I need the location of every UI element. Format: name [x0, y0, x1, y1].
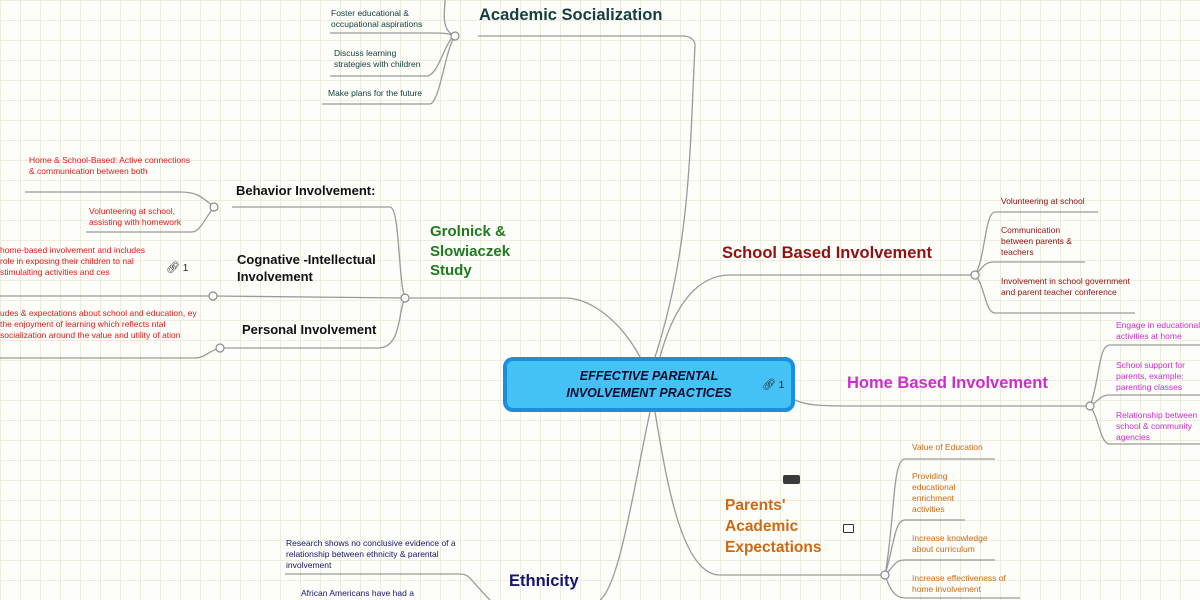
expect-leaf-1[interactable]: Value of Education — [912, 442, 983, 452]
central-link-badge[interactable]: 🔗︎ 1 — [762, 378, 784, 391]
academic-leaf-3[interactable]: Make plans for the future — [328, 88, 423, 98]
expect-leaf-4[interactable]: Increase effectiveness of home involveme… — [912, 573, 1006, 595]
image-icon[interactable] — [843, 524, 854, 533]
cognitive-leaf[interactable]: home-based involvement and includes role… — [0, 245, 146, 278]
expect-leaf-2[interactable]: Providing educational enrichment activit… — [912, 471, 956, 515]
school-leaf-1[interactable]: Volunteering at school — [1001, 196, 1085, 206]
home-leaf-3[interactable]: Relationship between school & community … — [1116, 410, 1198, 443]
behavior-leaf-1[interactable]: Home & School-Based: Active connections … — [29, 155, 191, 177]
personal-leaf[interactable]: udes & expectations about school and edu… — [0, 308, 197, 341]
expect-leaf-3[interactable]: Increase knowledge about curriculum — [912, 533, 988, 555]
topic-ethnicity[interactable]: Ethnicity — [509, 572, 579, 590]
academic-leaf-2[interactable]: Discuss learning strategies with childre… — [334, 48, 421, 70]
video-icon[interactable] — [783, 475, 800, 484]
link-count: 1 — [778, 380, 785, 391]
school-leaf-3[interactable]: Involvement in school government and par… — [1001, 276, 1130, 298]
subtopic-behavior-involvement[interactable]: Behavior Involvement: — [236, 183, 376, 198]
home-leaf-2[interactable]: School support for parents, example: par… — [1116, 360, 1185, 393]
central-topic-title: EFFECTIVE PARENTAL INVOLVEMENT PRACTICES — [566, 369, 732, 400]
topic-grolnick-study[interactable]: Grolnick & Slowiaczek Study — [430, 223, 511, 279]
topic-parents-academic-expectations[interactable]: Parents' Academic Expectations — [725, 497, 822, 556]
school-leaf-2[interactable]: Communication between parents & teachers — [1001, 225, 1072, 258]
topic-home-based-involvement[interactable]: Home Based Involvement — [847, 374, 1048, 392]
ethnicity-leaf-2[interactable]: African Americans have had a — [301, 588, 414, 598]
topic-academic-socialization[interactable]: Academic Socialization — [479, 6, 663, 24]
subtopic-personal-involvement[interactable]: Personal Involvement — [242, 322, 377, 337]
link-count: 1 — [182, 263, 189, 274]
ethnicity-leaf-1[interactable]: Research shows no conclusive evidence of… — [286, 538, 456, 571]
subtopic-cognitive-involvement[interactable]: Cognative -Intellectual Involvement — [237, 252, 376, 284]
cognitive-link-badge[interactable]: 🔗︎ 1 — [166, 261, 188, 274]
behavior-leaf-2[interactable]: Volunteering at school, assisting with h… — [89, 206, 182, 228]
link-icon: 🔗︎ — [762, 379, 776, 391]
topic-school-based-involvement[interactable]: School Based Involvement — [722, 244, 932, 262]
home-leaf-1[interactable]: Engage in educational activities at home — [1116, 320, 1200, 342]
central-topic[interactable]: EFFECTIVE PARENTAL INVOLVEMENT PRACTICES — [503, 357, 795, 412]
link-icon: 🔗︎ — [166, 262, 180, 274]
academic-leaf-1[interactable]: Foster educational & occupational aspira… — [331, 8, 423, 30]
